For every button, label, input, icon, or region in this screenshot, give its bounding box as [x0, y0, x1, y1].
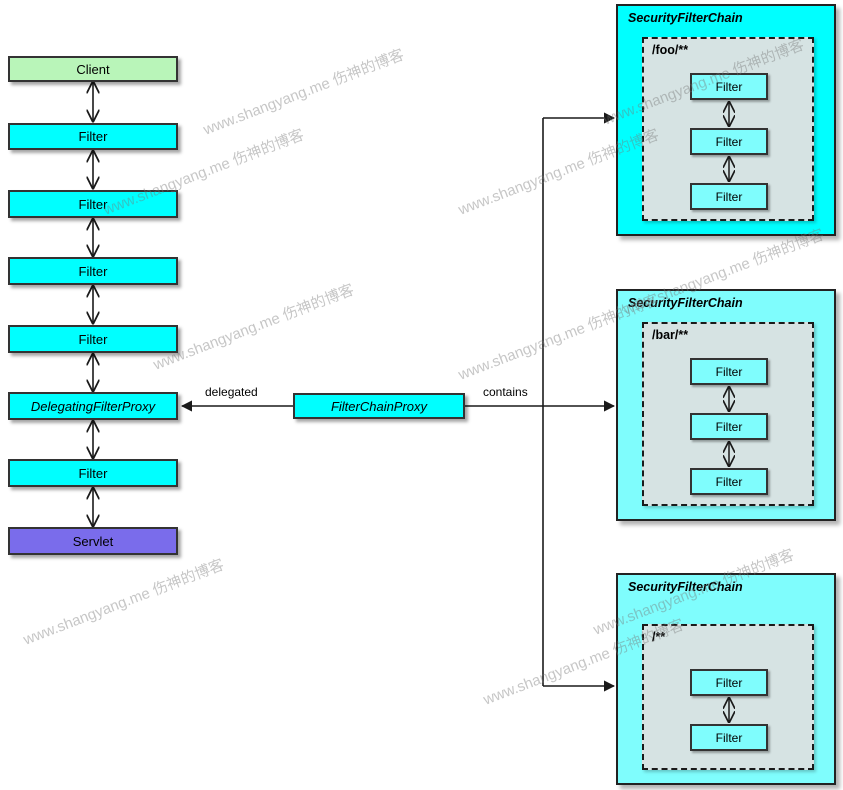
left-box-delegating-filter-proxy[interactable]: DelegatingFilterProxy: [8, 392, 178, 420]
chain-1-filter-1-label: Filter: [715, 79, 743, 94]
filter-chain-proxy-label: FilterChainProxy: [330, 398, 428, 414]
left-box-filter-2[interactable]: Filter: [8, 190, 178, 218]
left-box-filter-3[interactable]: Filter: [8, 257, 178, 285]
left-box-filter-2-label: Filter: [78, 196, 108, 212]
chain-3-filter-1[interactable]: Filter: [690, 669, 768, 696]
chain-1-filter-1[interactable]: Filter: [690, 73, 768, 100]
chain-3-filter-2[interactable]: Filter: [690, 724, 768, 751]
chain-3-filter-2-label: Filter: [715, 730, 743, 745]
security-filter-chain-3-title: SecurityFilterChain: [628, 580, 743, 594]
left-box-filter-5-label: Filter: [78, 465, 108, 481]
chain-1-filter-3-label: Filter: [715, 189, 743, 204]
chain-2-pattern-label: /bar/**: [652, 328, 689, 342]
left-box-filter-3-label: Filter: [78, 263, 108, 279]
delegating-filter-proxy-label: DelegatingFilterProxy: [30, 398, 156, 414]
chain-1-pattern-label: /foo/**: [652, 43, 689, 57]
chain-2-filter-3[interactable]: Filter: [690, 468, 768, 495]
chain-2-filter-2[interactable]: Filter: [690, 413, 768, 440]
left-box-filter-1-label: Filter: [78, 129, 108, 144]
security-filter-chain-2-title: SecurityFilterChain: [628, 296, 743, 310]
security-filter-chain-2[interactable]: SecurityFilterChain /bar/** Filter Filte…: [616, 289, 836, 521]
left-box-servlet-label: Servlet: [72, 533, 114, 549]
chain-2-filter-1-label: Filter: [715, 364, 743, 379]
security-filter-chain-1-title: SecurityFilterChain: [628, 11, 743, 25]
security-filter-chain-3[interactable]: SecurityFilterChain /** Filter Filter: [616, 573, 836, 785]
chain-3-filter-1-label: Filter: [715, 675, 743, 690]
chain-2-filter-2-label: Filter: [715, 419, 743, 434]
chain-2-filter-1[interactable]: Filter: [690, 358, 768, 385]
chain-2-filter-3-label: Filter: [715, 474, 743, 489]
left-box-servlet[interactable]: Servlet: [8, 527, 178, 555]
left-box-filter-1[interactable]: Filter: [8, 123, 178, 150]
left-box-client[interactable]: Client: [8, 56, 178, 82]
edge-label-delegated: delegated: [205, 385, 258, 399]
left-box-filter-5[interactable]: Filter: [8, 459, 178, 487]
filter-chain-proxy-box[interactable]: FilterChainProxy: [293, 393, 465, 419]
edge-label-contains: contains: [483, 385, 528, 399]
left-box-filter-4-label: Filter: [78, 331, 108, 347]
chain-1-filter-2[interactable]: Filter: [690, 128, 768, 155]
left-box-client-label: Client: [76, 61, 110, 77]
chain-1-filter-2-label: Filter: [715, 134, 743, 149]
security-filter-chain-1[interactable]: SecurityFilterChain /foo/** Filter Filte…: [616, 4, 836, 236]
chain-1-filter-3[interactable]: Filter: [690, 183, 768, 210]
left-box-filter-4[interactable]: Filter: [8, 325, 178, 353]
chain-3-pattern-label: /**: [652, 630, 666, 644]
